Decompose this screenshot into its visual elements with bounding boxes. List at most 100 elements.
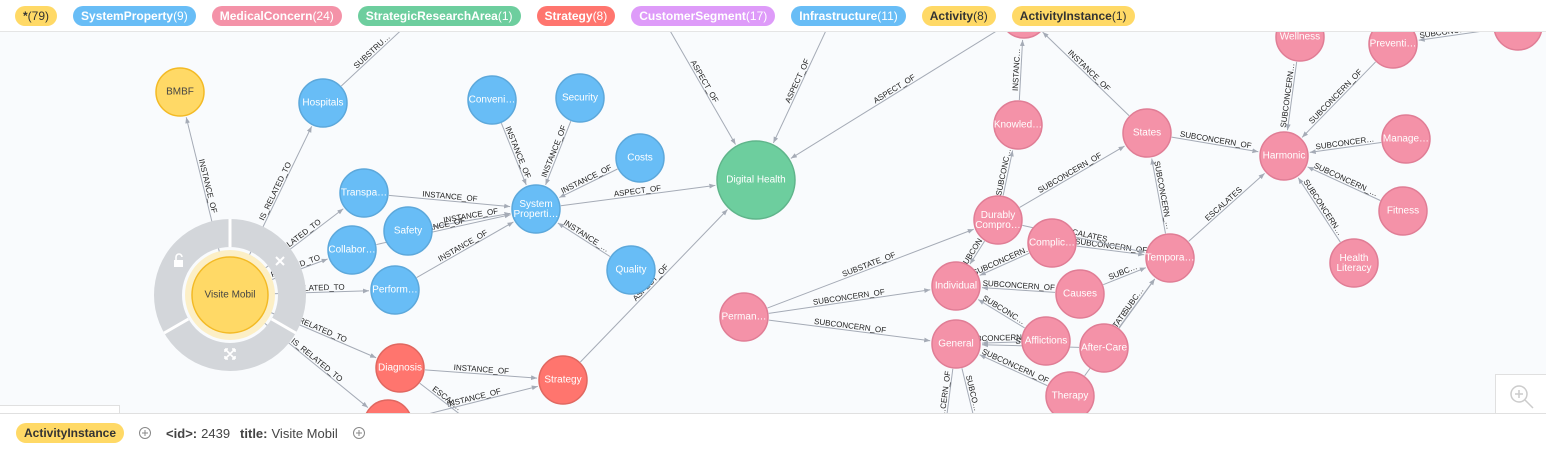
relationship-48[interactable]: SUBCONCERN… xyxy=(1279,61,1298,131)
relationship-line[interactable] xyxy=(665,32,736,145)
relationship-15[interactable]: INSTANCE_… xyxy=(557,218,611,257)
node-states[interactable]: States xyxy=(1122,108,1172,158)
node-bmbf[interactable]: BMBF xyxy=(155,67,205,117)
relationship-line[interactable] xyxy=(768,288,931,314)
relationship-24[interactable]: SUBCONCERN_OF xyxy=(768,287,931,314)
node-wellness[interactable]: Wellness xyxy=(1275,32,1325,62)
relationship-line[interactable] xyxy=(1285,61,1298,131)
relationship-line[interactable] xyxy=(1019,145,1125,208)
node-circle[interactable] xyxy=(1045,371,1095,413)
node-therapy[interactable]: Therapy xyxy=(1045,371,1095,413)
node-circle[interactable] xyxy=(370,265,420,315)
relationship-line[interactable] xyxy=(416,221,514,278)
relationship-50[interactable]: SUBCONCER… xyxy=(1309,134,1382,154)
node-individual[interactable]: Individual xyxy=(931,261,981,311)
node-circle[interactable] xyxy=(383,206,433,256)
node-circle[interactable] xyxy=(615,133,665,183)
node-circle[interactable] xyxy=(511,184,561,234)
node-visite[interactable]: Visite Mobil xyxy=(191,256,269,334)
relationship-line[interactable] xyxy=(500,122,527,186)
node-circle[interactable] xyxy=(1079,323,1129,373)
node-circle[interactable] xyxy=(155,67,205,117)
relationship-line[interactable] xyxy=(977,299,1025,329)
node-circle[interactable] xyxy=(973,195,1023,245)
relationship-line[interactable] xyxy=(1002,150,1014,196)
node-circle[interactable] xyxy=(993,100,1043,150)
relationship-17[interactable]: ASPECT_OF xyxy=(580,209,728,363)
node-circle[interactable] xyxy=(298,78,348,128)
node-circle[interactable] xyxy=(538,355,588,405)
relationship-46[interactable]: SUBCO… xyxy=(961,368,981,413)
node-circle[interactable] xyxy=(467,75,517,125)
relationship-line[interactable] xyxy=(340,32,408,87)
node-circle[interactable] xyxy=(555,73,605,123)
relationship-20[interactable]: ASPECT_OF xyxy=(790,32,1003,159)
expand-icon[interactable] xyxy=(224,348,236,360)
node-security[interactable]: Security xyxy=(555,73,605,123)
relationship-line[interactable] xyxy=(1171,136,1259,154)
relationship-line[interactable] xyxy=(979,252,1030,276)
node-knowled[interactable]: Knowled… xyxy=(993,100,1043,150)
label-tag-1[interactable]: SystemProperty(9) xyxy=(73,5,196,26)
node-costs[interactable]: Costs xyxy=(615,133,665,183)
relationship-line[interactable] xyxy=(560,183,716,207)
relationship-31[interactable]: SUBCONCERN_… xyxy=(1150,158,1174,234)
relationship-53[interactable]: SUBCONCERN_OF xyxy=(1418,32,1494,42)
node-fitness[interactable]: Fitness xyxy=(1378,186,1428,236)
node-circle[interactable] xyxy=(931,319,981,369)
relationship-line[interactable] xyxy=(768,319,931,343)
node-general[interactable]: General xyxy=(931,319,981,369)
add-label-icon[interactable] xyxy=(138,426,152,440)
node-perman[interactable]: Perman… xyxy=(719,292,769,342)
relationship-line[interactable] xyxy=(1301,61,1376,138)
node-transpa[interactable]: Transpa… xyxy=(339,168,389,218)
relationship-line[interactable] xyxy=(979,354,1048,387)
relationship-line[interactable] xyxy=(981,340,1022,346)
relationship-line[interactable] xyxy=(388,194,511,209)
node-circle[interactable] xyxy=(1368,32,1418,69)
relationship-45[interactable]: …CERN_OF xyxy=(938,368,954,413)
label-tag-5[interactable]: CustomerSegment(17) xyxy=(631,5,776,26)
node-conveni[interactable]: Conveni… xyxy=(467,75,517,125)
relationship-line[interactable] xyxy=(981,285,1056,293)
relationship-line[interactable] xyxy=(412,385,538,413)
node-toppink[interactable] xyxy=(1000,32,1048,39)
label-tag-6[interactable]: Infrastructure(11) xyxy=(791,5,906,26)
node-redbottom[interactable] xyxy=(364,399,412,413)
node-circle[interactable] xyxy=(1493,32,1543,51)
node-hospitals[interactable]: Hospitals xyxy=(298,78,348,128)
relationship-line[interactable] xyxy=(1150,158,1166,234)
relationship-line[interactable] xyxy=(961,368,975,413)
relationship-line[interactable] xyxy=(1188,172,1265,242)
relationship-32[interactable]: ESCALATES xyxy=(1188,172,1265,242)
unlock-icon[interactable] xyxy=(174,253,183,267)
node-circle[interactable] xyxy=(327,225,377,275)
node-afflictions[interactable]: Afflictions xyxy=(1021,316,1071,366)
relationship-line[interactable] xyxy=(969,240,985,265)
node-circle[interactable] xyxy=(1000,32,1048,39)
label-tag-0[interactable]: *(79) xyxy=(15,5,58,26)
relationship-10[interactable]: INSTANCE_OF xyxy=(559,163,618,199)
relationship-27[interactable]: INSTANC… xyxy=(1011,39,1025,101)
node-label-badge[interactable]: ActivityInstance xyxy=(16,423,125,443)
node-strategy[interactable]: Strategy xyxy=(538,355,588,405)
node-causes[interactable]: Causes xyxy=(1055,269,1105,319)
node-perform[interactable]: Perform… xyxy=(370,265,420,315)
relationship-line[interactable] xyxy=(772,32,829,144)
relationship-7[interactable]: SUBSTRU… xyxy=(340,32,408,87)
label-tag-2[interactable]: MedicalConcern(24) xyxy=(211,5,342,26)
node-circle[interactable] xyxy=(1378,186,1428,236)
node-collabor[interactable]: Collabor… xyxy=(327,225,377,275)
node-circle[interactable] xyxy=(1027,218,1077,268)
relationship-line[interactable] xyxy=(1418,32,1494,42)
relationship-line[interactable] xyxy=(790,32,1003,159)
node-aftercare[interactable]: After-Care xyxy=(1079,323,1129,373)
node-tempora[interactable]: Tempora… xyxy=(1145,233,1195,283)
relationship-49[interactable]: SUBCONCERN_OF xyxy=(1301,61,1376,138)
relationship-29[interactable]: SUBCONCERN_OF xyxy=(1019,145,1125,208)
relationship-line[interactable] xyxy=(557,222,611,257)
relationship-28[interactable]: INSTANCE_OF xyxy=(1042,32,1130,116)
